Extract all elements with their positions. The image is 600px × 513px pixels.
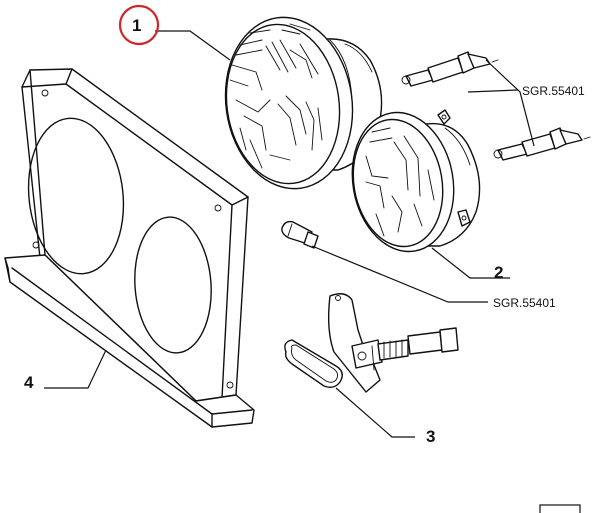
adjuster-bracket bbox=[327, 293, 459, 393]
corner-box bbox=[539, 504, 581, 513]
callout-2: 2 bbox=[494, 263, 503, 282]
callout-highlight-ring bbox=[118, 4, 160, 46]
callout-4: 4 bbox=[24, 373, 34, 392]
bulb-top bbox=[401, 51, 499, 87]
leader-lines bbox=[44, 30, 535, 438]
bulb-reference-top: SGR.55401 bbox=[522, 84, 585, 98]
fog-lamp bbox=[351, 109, 481, 253]
mounting-frame bbox=[4, 68, 255, 428]
small-bulb bbox=[281, 220, 319, 249]
bulb-reference-mid: SGR.55401 bbox=[493, 296, 556, 310]
callout-1: 1 bbox=[132, 16, 141, 35]
callout-3: 3 bbox=[426, 427, 435, 446]
bulb-mid bbox=[493, 127, 591, 161]
large-headlamp bbox=[224, 16, 383, 190]
gasket-plate bbox=[284, 339, 343, 389]
